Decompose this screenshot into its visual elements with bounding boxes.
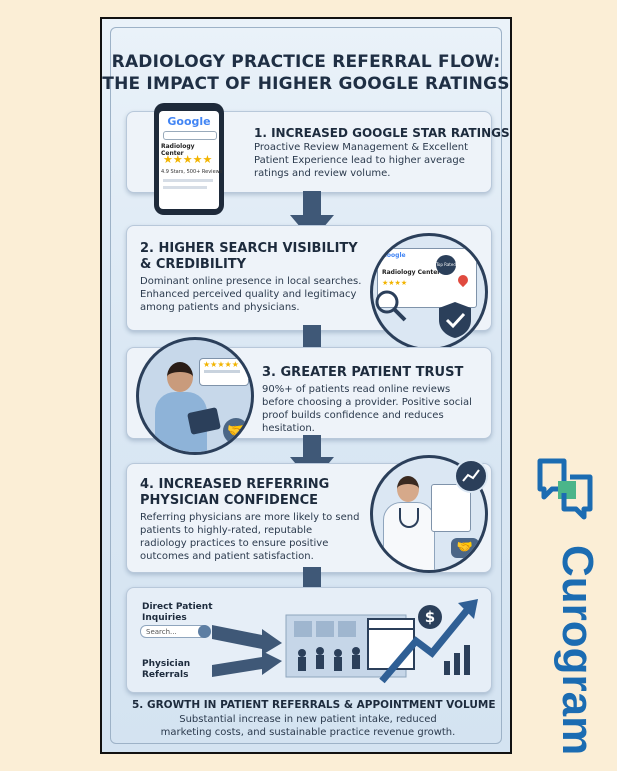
review-bubble: ★★★★★: [199, 358, 249, 386]
poster-inner-frame: [110, 27, 502, 744]
phone-google-logo: Google: [167, 115, 211, 128]
curogram-logo-icon: [537, 458, 593, 520]
browser-window: Google Radiology Center ★★★★ Top Rated: [377, 248, 477, 308]
dollar-icon: $: [418, 605, 442, 629]
phone-rating-meta: 4.9 Stars, 500+ Reviews: [161, 169, 223, 175]
phone-stars: ★★★★★: [163, 153, 213, 166]
label-physician-line-2: Referrals: [142, 670, 189, 680]
review-stars: ★★★★★: [203, 360, 239, 369]
search-visibility-illustration: Google Radiology Center ★★★★ Top Rated: [370, 233, 488, 351]
step-2-body: Dominant online presence in local search…: [140, 276, 362, 313]
step-4-heading-line-2: PHYSICIAN CONFIDENCE: [140, 493, 319, 508]
stethoscope-icon: [399, 508, 419, 528]
phone-place-name: Radiology Center: [161, 143, 195, 157]
label-direct-line-2: Inquiries: [142, 613, 187, 623]
physician-head: [397, 476, 419, 502]
phone-line-2: [163, 186, 207, 189]
step-2-heading-line-1: 2. HIGHER SEARCH VISIBILITY: [140, 241, 358, 256]
step-2-heading-line-2: & CREDIBILITY: [140, 257, 247, 272]
step-5-body: Substantial increase in new patient inta…: [160, 714, 456, 738]
step-5-heading: 5. GROWTH IN PATIENT REFERRALS & APPOINT…: [132, 699, 496, 711]
browser-google-logo: Google: [382, 252, 406, 259]
phone-line-1: [163, 179, 213, 182]
step-4-heading-line-1: 4. INCREASED REFERRING: [140, 477, 330, 492]
infographic-poster: RADIOLOGY PRACTICE REFERRAL FLOW: THE IM…: [100, 17, 512, 754]
patient-flow-scene: [212, 599, 478, 684]
poster-title: RADIOLOGY PRACTICE REFERRAL FLOW: THE IM…: [102, 51, 510, 95]
handshake-icon: 🤝: [223, 418, 249, 444]
step-1-body: Proactive Review Management & Excellent …: [254, 142, 469, 179]
step-1-heading: 1. INCREASED GOOGLE STAR RATINGS: [254, 126, 510, 140]
label-direct-line-1: Direct Patient: [142, 602, 213, 612]
browser-place-name: Radiology Center: [382, 269, 441, 276]
shield-check-icon: [439, 302, 471, 338]
map-pin-icon: [455, 272, 471, 288]
tablet-icon: [187, 407, 221, 435]
step-4-body: Referring physicians are more likely to …: [140, 512, 360, 562]
label-physician-line-1: Physician: [142, 659, 191, 669]
phone-illustration: Google Radiology Center ★★★★★ 4.9 Stars,…: [154, 103, 224, 215]
title-line-2: THE IMPACT OF HIGHER GOOGLE RATINGS: [102, 74, 510, 94]
patient-head: [167, 362, 193, 392]
magnifier-icon: [375, 290, 407, 322]
chart-badge-icon: [454, 459, 488, 493]
phone-search-bar: [163, 131, 217, 140]
title-line-1: RADIOLOGY PRACTICE REFERRAL FLOW:: [111, 52, 501, 72]
browser-stars: ★★★★: [382, 279, 408, 287]
step-3-body: 90%+ of patients read online reviews bef…: [262, 384, 472, 434]
review-line: [204, 370, 240, 373]
search-icon: [198, 625, 211, 638]
top-rated-badge: Top Rated: [436, 255, 456, 275]
search-input[interactable]: Search...: [140, 625, 210, 638]
step-3-heading: 3. GREATER PATIENT TRUST: [262, 365, 464, 380]
handshake-icon-2: 🤝: [451, 538, 479, 558]
curogram-logo-text: Curogram: [553, 545, 602, 756]
patient-trust-illustration: ★★★★★ 🤝: [136, 337, 254, 455]
